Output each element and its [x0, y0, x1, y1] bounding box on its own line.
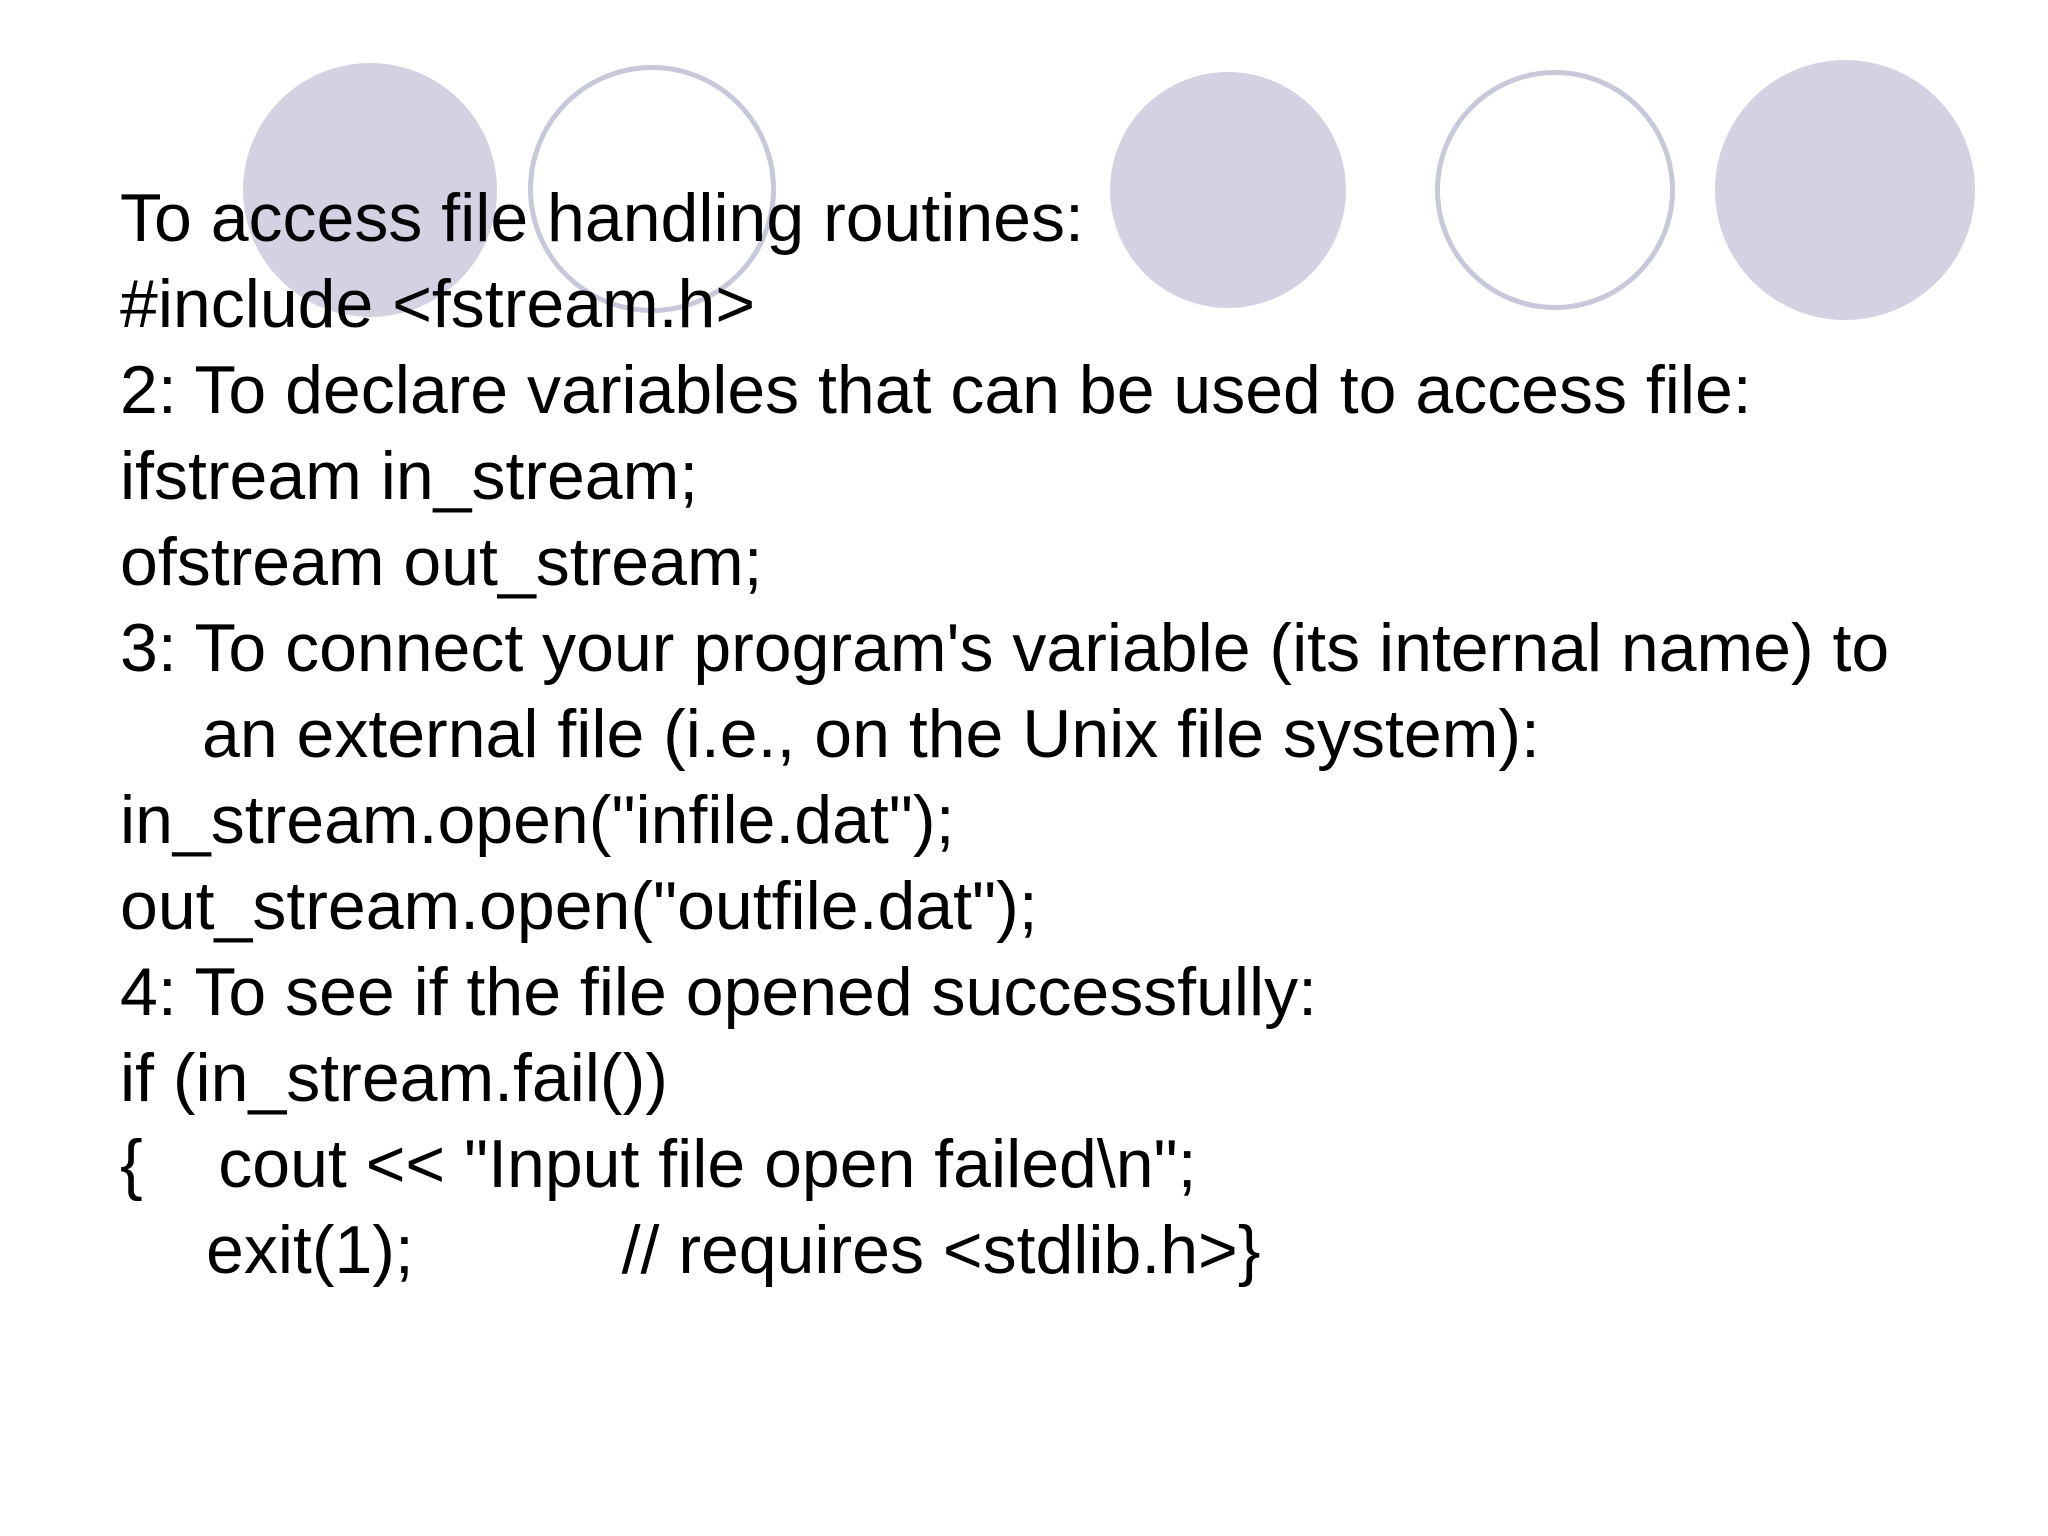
text-line: #include <fstream.h>	[120, 266, 756, 342]
text-line: exit(1); // requires <stdlib.h>}	[206, 1212, 1261, 1288]
slide-text-block: To access file handling routines: #includ…	[120, 175, 2008, 1293]
decorative-circle-outlined	[1435, 70, 1675, 310]
text-line: 2: To declare variables that can be used…	[120, 352, 1752, 428]
text-line: To access file handling routines:	[120, 180, 1084, 256]
text-line: 3: To connect your program's variable (i…	[120, 610, 1890, 686]
text-line: if (in_stream.fail())	[120, 1040, 668, 1116]
text-line: out_stream.open("outfile.dat");	[120, 868, 1038, 944]
text-line: 4: To see if the file opened successfull…	[120, 954, 1318, 1030]
text-line: { cout << "Input file open failed\n";	[120, 1126, 1197, 1202]
decorative-circle-filled	[243, 63, 497, 317]
decorative-circle-filled	[1110, 72, 1346, 308]
text-line: an external file (i.e., on the Unix file…	[202, 696, 1540, 772]
text-line: in_stream.open("infile.dat");	[120, 782, 955, 858]
text-line: ofstream out_stream;	[120, 524, 763, 600]
decorative-circle-outlined	[528, 65, 776, 313]
text-line: ifstream in_stream;	[120, 438, 699, 514]
decorative-circle-filled	[1715, 60, 1975, 320]
